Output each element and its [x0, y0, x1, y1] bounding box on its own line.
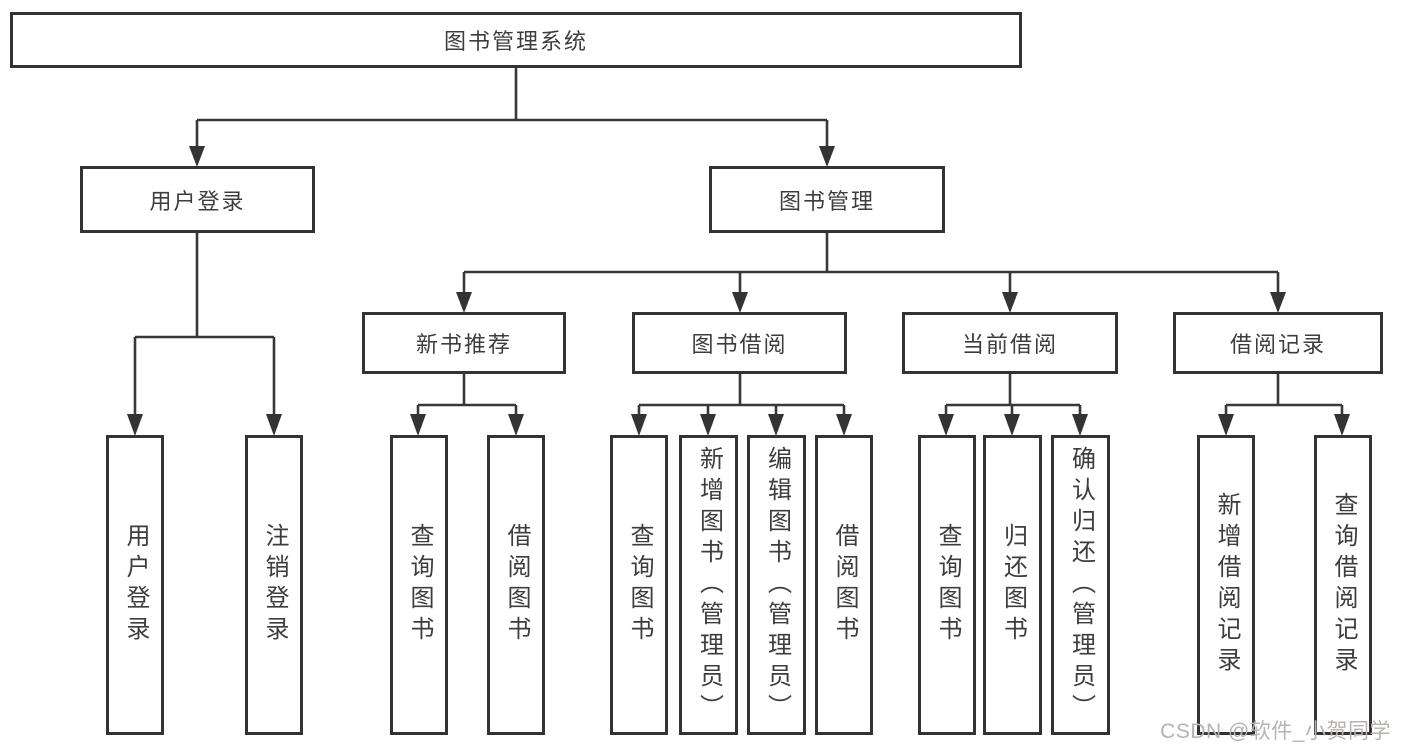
leaf-label: 新增图书（管理员） [695, 445, 723, 725]
node-label: 当前借阅 [961, 332, 1058, 357]
leaf-return-books: 归还图书 [983, 435, 1042, 735]
leaf-add-books-admin: 新增图书（管理员） [679, 435, 738, 735]
leaf-label: 查询图书 [406, 523, 433, 647]
leaf-borrow-books: 借阅图书 [815, 435, 873, 735]
node-book-management: 图书管理 [709, 166, 945, 233]
node-label: 新书推荐 [415, 332, 512, 357]
node-label: 图书管理系统 [443, 29, 588, 54]
node-library-management-system: 图书管理系统 [10, 12, 1022, 68]
node-label: 图书借阅 [691, 332, 788, 357]
leaf-query-books-borrow: 查询图书 [610, 435, 668, 735]
leaf-edit-books-admin: 编辑图书（管理员） [747, 435, 806, 735]
csdn-watermark: CSDN @软件_小贺同学 [1160, 720, 1391, 743]
leaf-label: 新增借阅记录 [1213, 492, 1240, 678]
node-label: 借阅记录 [1229, 332, 1326, 357]
leaf-label: 查询图书 [626, 523, 653, 647]
node-book-borrowing: 图书借阅 [632, 312, 847, 374]
leaf-add-borrow-record: 新增借阅记录 [1197, 435, 1255, 735]
leaf-confirm-return-admin: 确认归还（管理员） [1051, 435, 1110, 735]
leaf-label: 归还图书 [999, 523, 1027, 647]
leaf-logout: 注销登录 [245, 435, 303, 735]
leaf-label: 注销登录 [261, 523, 288, 647]
leaf-label: 确认归还（管理员） [1067, 445, 1095, 725]
node-new-book-recommendation: 新书推荐 [362, 312, 566, 374]
leaf-label: 用户登录 [122, 523, 149, 647]
leaf-label: 借阅图书 [831, 523, 858, 647]
arrowheads [127, 146, 1350, 436]
leaf-query-books-current: 查询图书 [918, 435, 976, 735]
node-borrowing-records: 借阅记录 [1173, 312, 1383, 374]
node-label: 用户登录 [149, 188, 246, 214]
leaf-borrow-books-recommend: 借阅图书 [487, 435, 545, 735]
leaf-label: 借阅图书 [503, 523, 530, 647]
leaf-label: 查询借阅记录 [1330, 492, 1357, 678]
leaf-query-books-recommend: 查询图书 [390, 435, 448, 735]
node-user-login: 用户登录 [80, 166, 315, 233]
node-current-borrowing: 当前借阅 [902, 312, 1118, 374]
leaf-user-login: 用户登录 [106, 435, 164, 735]
node-label: 图书管理 [778, 188, 875, 214]
leaf-label: 查询图书 [934, 523, 961, 647]
leaf-query-borrow-record: 查询借阅记录 [1314, 435, 1372, 735]
leaf-label: 编辑图书（管理员） [763, 445, 791, 725]
